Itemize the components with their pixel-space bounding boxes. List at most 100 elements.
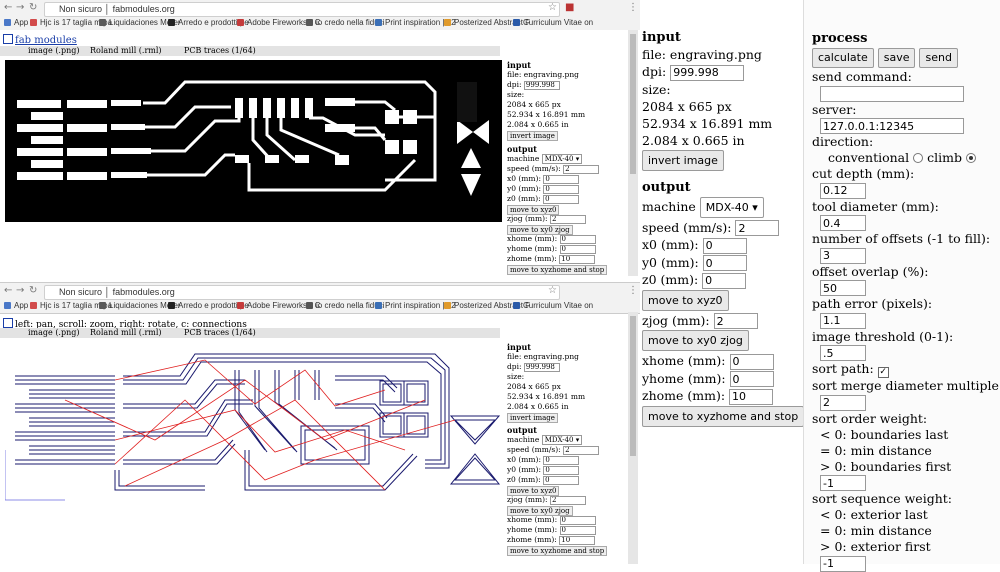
bookmark-item[interactable]: Liquidaciones Moter [99, 18, 181, 27]
tab-image[interactable]: image (.png) [28, 46, 80, 55]
bookmark-item[interactable]: Posterized Abstract F [444, 18, 530, 27]
tool-diameter-input[interactable] [820, 215, 866, 231]
bookmark-item[interactable]: io credo nella fiduci [306, 18, 384, 27]
overlap-input[interactable] [820, 280, 866, 296]
tab-roland-mill-2[interactable]: Roland mill (.rml) [90, 328, 162, 337]
back-icon[interactable]: ← [4, 2, 13, 13]
mini-yhome-input[interactable] [559, 244, 596, 254]
bookmark-item[interactable]: Adobe Fireworks * C [237, 18, 320, 27]
forward-icon[interactable]: → [16, 2, 25, 13]
extension-icon[interactable]: ■ [565, 2, 575, 13]
mini-machine-select-2[interactable]: MDX-40 ▾ [541, 435, 583, 445]
tab-pcb-traces[interactable]: PCB traces (1/64) [184, 46, 256, 55]
zhome-input[interactable] [729, 388, 774, 405]
mini-x0-input-2[interactable] [543, 455, 580, 465]
bookmark-item[interactable]: Arredo e prodotti pe [168, 18, 249, 27]
bookmark-item[interactable]: Hjc is 17 taglia m pa [30, 18, 112, 27]
xhome-input[interactable] [729, 353, 774, 370]
mini-machine-select[interactable]: MDX-40 ▾ [541, 154, 583, 164]
pcb-image[interactable] [5, 60, 502, 222]
bookmark-item[interactable]: Adobe Fireworks * C [237, 301, 320, 310]
tab-roland-mill[interactable]: Roland mill (.rml) [90, 46, 162, 55]
path-error-input[interactable] [820, 312, 866, 329]
machine-select[interactable]: MDX-40 ▾ [699, 196, 764, 218]
bookmark-item[interactable]: io credo nella fiduci [306, 301, 384, 310]
mini-y0-input-2[interactable] [543, 465, 580, 475]
mini-move-xy0-zjog-button[interactable]: move to xy0 zjog [507, 225, 573, 235]
speed-input[interactable] [735, 220, 780, 236]
reload-icon[interactable]: ↻ [29, 2, 38, 13]
tab-pcb-traces-2[interactable]: PCB traces (1/64) [184, 328, 256, 337]
mini-xhome-input-2[interactable] [559, 515, 596, 525]
server-input[interactable] [820, 118, 964, 134]
tab-image-2[interactable]: image (.png) [28, 328, 80, 337]
menu-icon-2[interactable]: ⋮ [628, 285, 638, 296]
mini-invert-button[interactable]: invert image [507, 131, 558, 141]
bookmark-item[interactable]: Print inspiration | #2 [375, 18, 456, 27]
star-icon-2[interactable]: ☆ [548, 285, 557, 296]
bookmark-item[interactable]: Curriculum Vitae on [513, 18, 593, 27]
mini-move-home-button[interactable]: move to xyzhome and stop [507, 265, 608, 275]
reload-icon-2[interactable]: ↻ [29, 285, 38, 296]
move-to-xyz0-button[interactable]: move to xyz0 [642, 289, 729, 311]
save-button[interactable]: save [877, 48, 916, 68]
mini-y0-input[interactable] [543, 184, 580, 194]
scrollbar-bottom[interactable] [628, 312, 638, 564]
zjog-input[interactable] [713, 313, 758, 329]
mini-zhome-input[interactable] [559, 254, 596, 264]
address-bar[interactable]: Non sicuro │ fabmodules.org [44, 2, 560, 17]
star-icon[interactable]: ☆ [548, 2, 557, 13]
invert-image-button[interactable]: invert image [642, 149, 724, 171]
bookmark-item[interactable]: Posterized Abstract F [444, 301, 530, 310]
move-to-xy0-zjog-button[interactable]: move to xy0 zjog [642, 330, 749, 351]
sort-path-checkbox[interactable]: ✓ [877, 367, 889, 378]
bookmark-item[interactable]: Hjc is 17 taglia m pa [30, 301, 112, 310]
send-command-input[interactable] [820, 85, 964, 102]
order-weight-input[interactable] [820, 475, 866, 491]
mini-x0-input[interactable] [543, 174, 580, 184]
mini-zhome-input-2[interactable] [559, 535, 596, 545]
address-bar-2[interactable]: Non sicuro │ fabmodules.org [44, 285, 560, 300]
bookmark-item[interactable]: App [4, 301, 28, 310]
mini-invert-button-2[interactable]: invert image [507, 413, 558, 423]
bookmark-item[interactable]: Arredo e prodotti pe [168, 301, 249, 310]
mini-speed-input-2[interactable] [563, 445, 600, 455]
scrollbar-top[interactable] [628, 30, 638, 276]
offsets-input[interactable] [820, 247, 866, 264]
back-icon-2[interactable]: ← [4, 285, 13, 296]
toolpath-view[interactable] [5, 340, 502, 562]
mini-move-xyz0-button[interactable]: move to xyz0 [507, 205, 560, 215]
cut-depth-input[interactable] [820, 182, 866, 199]
dpi-input[interactable] [670, 64, 745, 81]
merge-input[interactable] [820, 394, 866, 411]
bookmark-item[interactable]: App [4, 18, 28, 27]
bookmark-item[interactable]: Curriculum Vitae on [513, 301, 593, 310]
menu-icon[interactable]: ⋮ [628, 2, 638, 13]
mini-zjog-input-2[interactable] [549, 495, 586, 505]
mini-z0-input[interactable] [543, 194, 580, 204]
mini-speed-input[interactable] [563, 164, 600, 174]
calculate-button[interactable]: calculate [812, 48, 874, 68]
forward-icon-2[interactable]: → [16, 285, 25, 296]
yhome-input[interactable] [729, 371, 774, 387]
threshold-input[interactable] [820, 345, 866, 361]
conventional-radio[interactable] [913, 153, 924, 163]
mini-z0-input-2[interactable] [543, 475, 580, 485]
mini-move-xy0-zjog-button-2[interactable]: move to xy0 zjog [507, 506, 573, 516]
climb-radio[interactable] [965, 153, 976, 163]
bookmark-item[interactable]: Print inspiration | #2 [375, 301, 456, 310]
bookmark-item[interactable]: Liquidaciones Moter [99, 301, 181, 310]
mini-zjog-input[interactable] [549, 214, 586, 224]
mini-move-home-button-2[interactable]: move to xyzhome and stop [507, 546, 608, 556]
send-button[interactable]: send [919, 48, 958, 68]
z0-input[interactable] [702, 272, 747, 289]
mini-xhome-input[interactable] [559, 234, 596, 244]
mini-move-xyz0-button-2[interactable]: move to xyz0 [507, 486, 560, 496]
move-to-xyzhome-button[interactable]: move to xyzhome and stop [642, 405, 805, 427]
x0-input[interactable] [702, 237, 747, 254]
y0-input[interactable] [702, 255, 747, 271]
fab-modules-logo[interactable]: fab modules [3, 34, 77, 46]
mini-dpi-input-2[interactable] [523, 362, 560, 372]
mini-yhome-input-2[interactable] [559, 525, 596, 535]
mini-dpi-input[interactable] [523, 80, 560, 90]
